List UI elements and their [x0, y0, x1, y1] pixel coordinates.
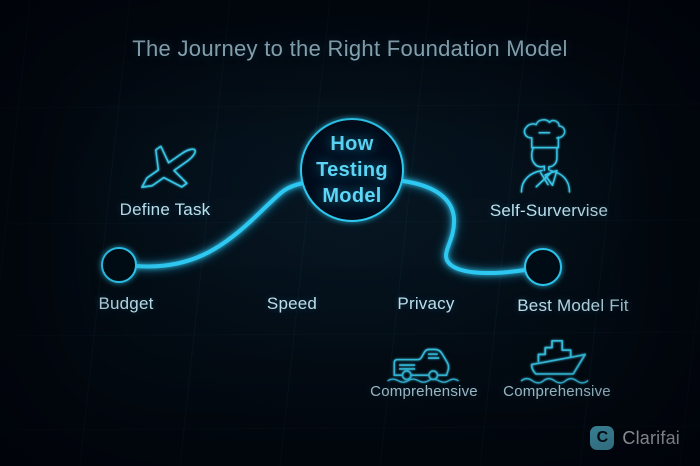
- label-speed: Speed: [266, 294, 318, 313]
- label-comprehensive-truck: Comprehensive: [370, 383, 478, 400]
- center-node-line: How: [330, 133, 374, 155]
- airplane-icon: [141, 145, 197, 188]
- clarifai-logo-letter: C: [596, 429, 609, 446]
- center-node-line: Model: [322, 185, 382, 207]
- label-budget: Budget: [98, 294, 154, 313]
- label-define-task: Define Task: [119, 200, 211, 219]
- center-node-line: Testing: [316, 159, 388, 181]
- journey-path: [101, 118, 562, 286]
- center-node-label: How Testing Model: [316, 131, 388, 209]
- label-best-model-fit: Best Model Fit: [517, 296, 629, 315]
- chef-icon: [520, 119, 571, 193]
- best-model-fit-node-circle: [524, 248, 562, 286]
- clarifai-logo-icon: C: [590, 426, 615, 450]
- label-comprehensive-ship: Comprehensive: [503, 383, 611, 400]
- path-left: [134, 181, 305, 269]
- clarifai-logo: C Clarifai: [590, 426, 680, 450]
- label-self-survervise: Self-Survervise: [489, 201, 609, 220]
- truck-icon: [387, 348, 459, 383]
- path-right: [401, 179, 527, 275]
- budget-node-circle: [101, 247, 137, 283]
- ship-icon: [520, 339, 589, 384]
- clarifai-wordmark: Clarifai: [622, 427, 680, 448]
- label-privacy: Privacy: [397, 294, 455, 313]
- page-title: The Journey to the Right Foundation Mode…: [132, 36, 568, 61]
- center-node-circle: [300, 118, 404, 222]
